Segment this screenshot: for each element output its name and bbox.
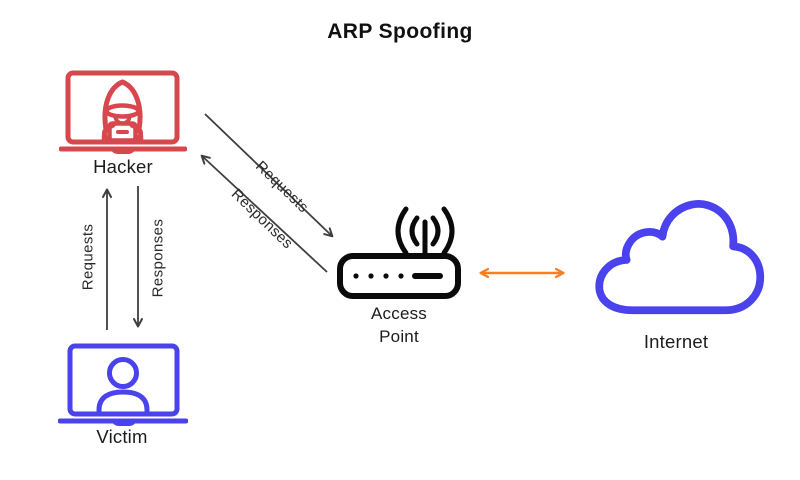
access-point-label: Access Point: [371, 304, 427, 347]
edge-label-victim-responses: Responses: [149, 218, 167, 298]
hacker-icon: [59, 70, 187, 156]
hacker-label: Hacker: [93, 156, 153, 177]
victim-label: Victim: [96, 426, 148, 447]
diagram-title: ARP Spoofing: [327, 20, 473, 43]
internet-label: Internet: [643, 331, 709, 352]
access-point-icon: [337, 192, 461, 300]
victim-icon: [58, 343, 188, 429]
edge-label-victim-requests: Requests: [79, 223, 97, 291]
internet-cloud-icon: [584, 186, 768, 328]
